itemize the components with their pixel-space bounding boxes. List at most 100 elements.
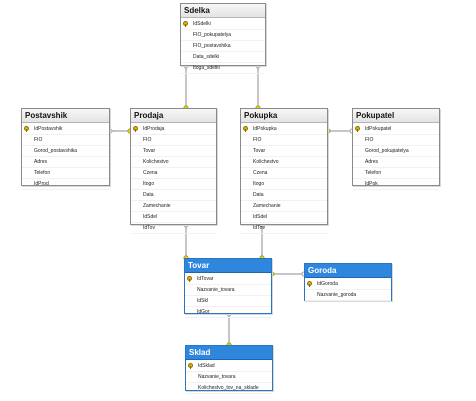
row-selector — [241, 168, 250, 178]
field-row[interactable]: Czena — [131, 168, 216, 179]
field-name: Itogo — [143, 181, 155, 187]
field-row[interactable]: IdGor — [185, 307, 271, 318]
field-row[interactable]: Zamechanie — [131, 201, 216, 212]
field-row[interactable]: FIO_pokupatelya — [181, 30, 265, 41]
row-selector — [131, 124, 140, 134]
field-name: IdProdaja — [143, 126, 165, 132]
row-selector — [181, 30, 190, 40]
field-row[interactable]: IdTov — [131, 223, 216, 234]
field-name: Zamechanie — [253, 203, 281, 209]
field-row[interactable]: IdPokupatel — [353, 124, 439, 135]
row-selector — [305, 279, 314, 289]
field-name: IdSdelki — [193, 21, 211, 27]
field-name: FIO_postavshika — [193, 43, 231, 49]
field-name: IdSklad — [198, 363, 215, 369]
field-row[interactable]: Kolichestvo — [241, 157, 327, 168]
field-row[interactable]: Itogo — [131, 179, 216, 190]
row-selector — [131, 135, 140, 145]
row-selector — [22, 179, 31, 189]
field-row[interactable]: IdPostavshik — [22, 124, 109, 135]
field-row[interactable]: Data_sdelki — [181, 52, 265, 63]
row-selector — [241, 223, 250, 233]
field-row[interactable]: Telefon — [22, 168, 109, 179]
row-selector — [241, 179, 250, 189]
field-row[interactable]: Nazvanie_tovara — [186, 372, 272, 383]
field-row[interactable]: Data — [131, 190, 216, 201]
field-name: Tovar — [143, 148, 156, 154]
primary-key-icon — [24, 126, 29, 132]
row-selector — [353, 146, 362, 156]
field-row[interactable]: IdSdelki — [181, 19, 265, 30]
field-row[interactable]: IdPokupka — [241, 124, 327, 135]
field-name: Data — [143, 192, 154, 198]
field-name: Itogo — [253, 181, 265, 187]
field-row[interactable]: Telefon — [353, 168, 439, 179]
field-row[interactable]: IdProdaja — [131, 124, 216, 135]
field-row[interactable]: Gorod_pokupatelya — [353, 146, 439, 157]
field-row[interactable]: Itogo — [241, 179, 327, 190]
row-selector — [185, 307, 194, 317]
field-row[interactable]: FIO — [131, 135, 216, 146]
row-selector — [131, 190, 140, 200]
field-name: Nazvanie_goroda — [317, 292, 357, 298]
row-selector — [241, 146, 250, 156]
field-row[interactable]: Kolichestvo — [131, 157, 216, 168]
row-selector — [131, 146, 140, 156]
field-row[interactable]: Tovar — [131, 146, 216, 157]
table-title: Goroda — [305, 264, 391, 278]
field-row[interactable]: IdTov — [241, 223, 327, 234]
table-title: Pokupatel — [353, 109, 439, 123]
field-row[interactable]: IdSkl — [185, 296, 271, 307]
field-name: Tovar — [253, 148, 266, 154]
field-row[interactable]: Nazvanie_tovara — [185, 285, 271, 296]
row-selector — [22, 168, 31, 178]
field-row[interactable]: FIO — [241, 135, 327, 146]
row-selector — [22, 157, 31, 167]
field-row[interactable]: IdSdel — [241, 212, 327, 223]
row-selector — [22, 135, 31, 145]
field-row[interactable]: Adres — [353, 157, 439, 168]
field-row[interactable]: Itoga_sdelki — [181, 63, 265, 74]
field-name: Data_sdelki — [193, 54, 220, 60]
field-row[interactable]: Gorod_postavshika — [22, 146, 109, 157]
field-row[interactable]: IdProd — [22, 179, 109, 190]
row-selector — [186, 372, 195, 382]
row-selector — [22, 146, 31, 156]
field-row[interactable]: IdSklad — [186, 361, 272, 372]
field-row[interactable]: Data — [241, 190, 327, 201]
field-row[interactable]: FIO — [22, 135, 109, 146]
field-name: FIO — [34, 137, 43, 143]
field-row[interactable]: Zamechanie — [241, 201, 327, 212]
row-selector — [181, 41, 190, 51]
field-row[interactable]: Tovar — [241, 146, 327, 157]
field-name: Kolichestvo — [143, 159, 169, 165]
field-row[interactable]: IdGoroda — [305, 279, 391, 290]
field-row[interactable]: FIO_postavshika — [181, 41, 265, 52]
field-row[interactable]: FIO — [353, 135, 439, 146]
field-row[interactable]: IdSdel — [131, 212, 216, 223]
relationship-goroda-tovar — [269, 271, 307, 277]
field-row[interactable]: Kolichestvo_tov_na_sklade — [186, 383, 272, 394]
field-name: IdTov — [143, 225, 155, 231]
field-row[interactable]: Czena — [241, 168, 327, 179]
field-row[interactable]: Nazvanie_goroda — [305, 290, 391, 301]
field-row[interactable]: Adres — [22, 157, 109, 168]
field-row[interactable]: IdTovar — [185, 274, 271, 285]
primary-key-icon — [243, 126, 248, 132]
field-row[interactable]: IdPok — [353, 179, 439, 190]
table-title: Sdelka — [181, 4, 265, 18]
table-title: Postavshik — [22, 109, 109, 123]
table-title: Tovar — [185, 259, 271, 273]
row-selector — [241, 212, 250, 222]
row-selector — [181, 63, 190, 73]
